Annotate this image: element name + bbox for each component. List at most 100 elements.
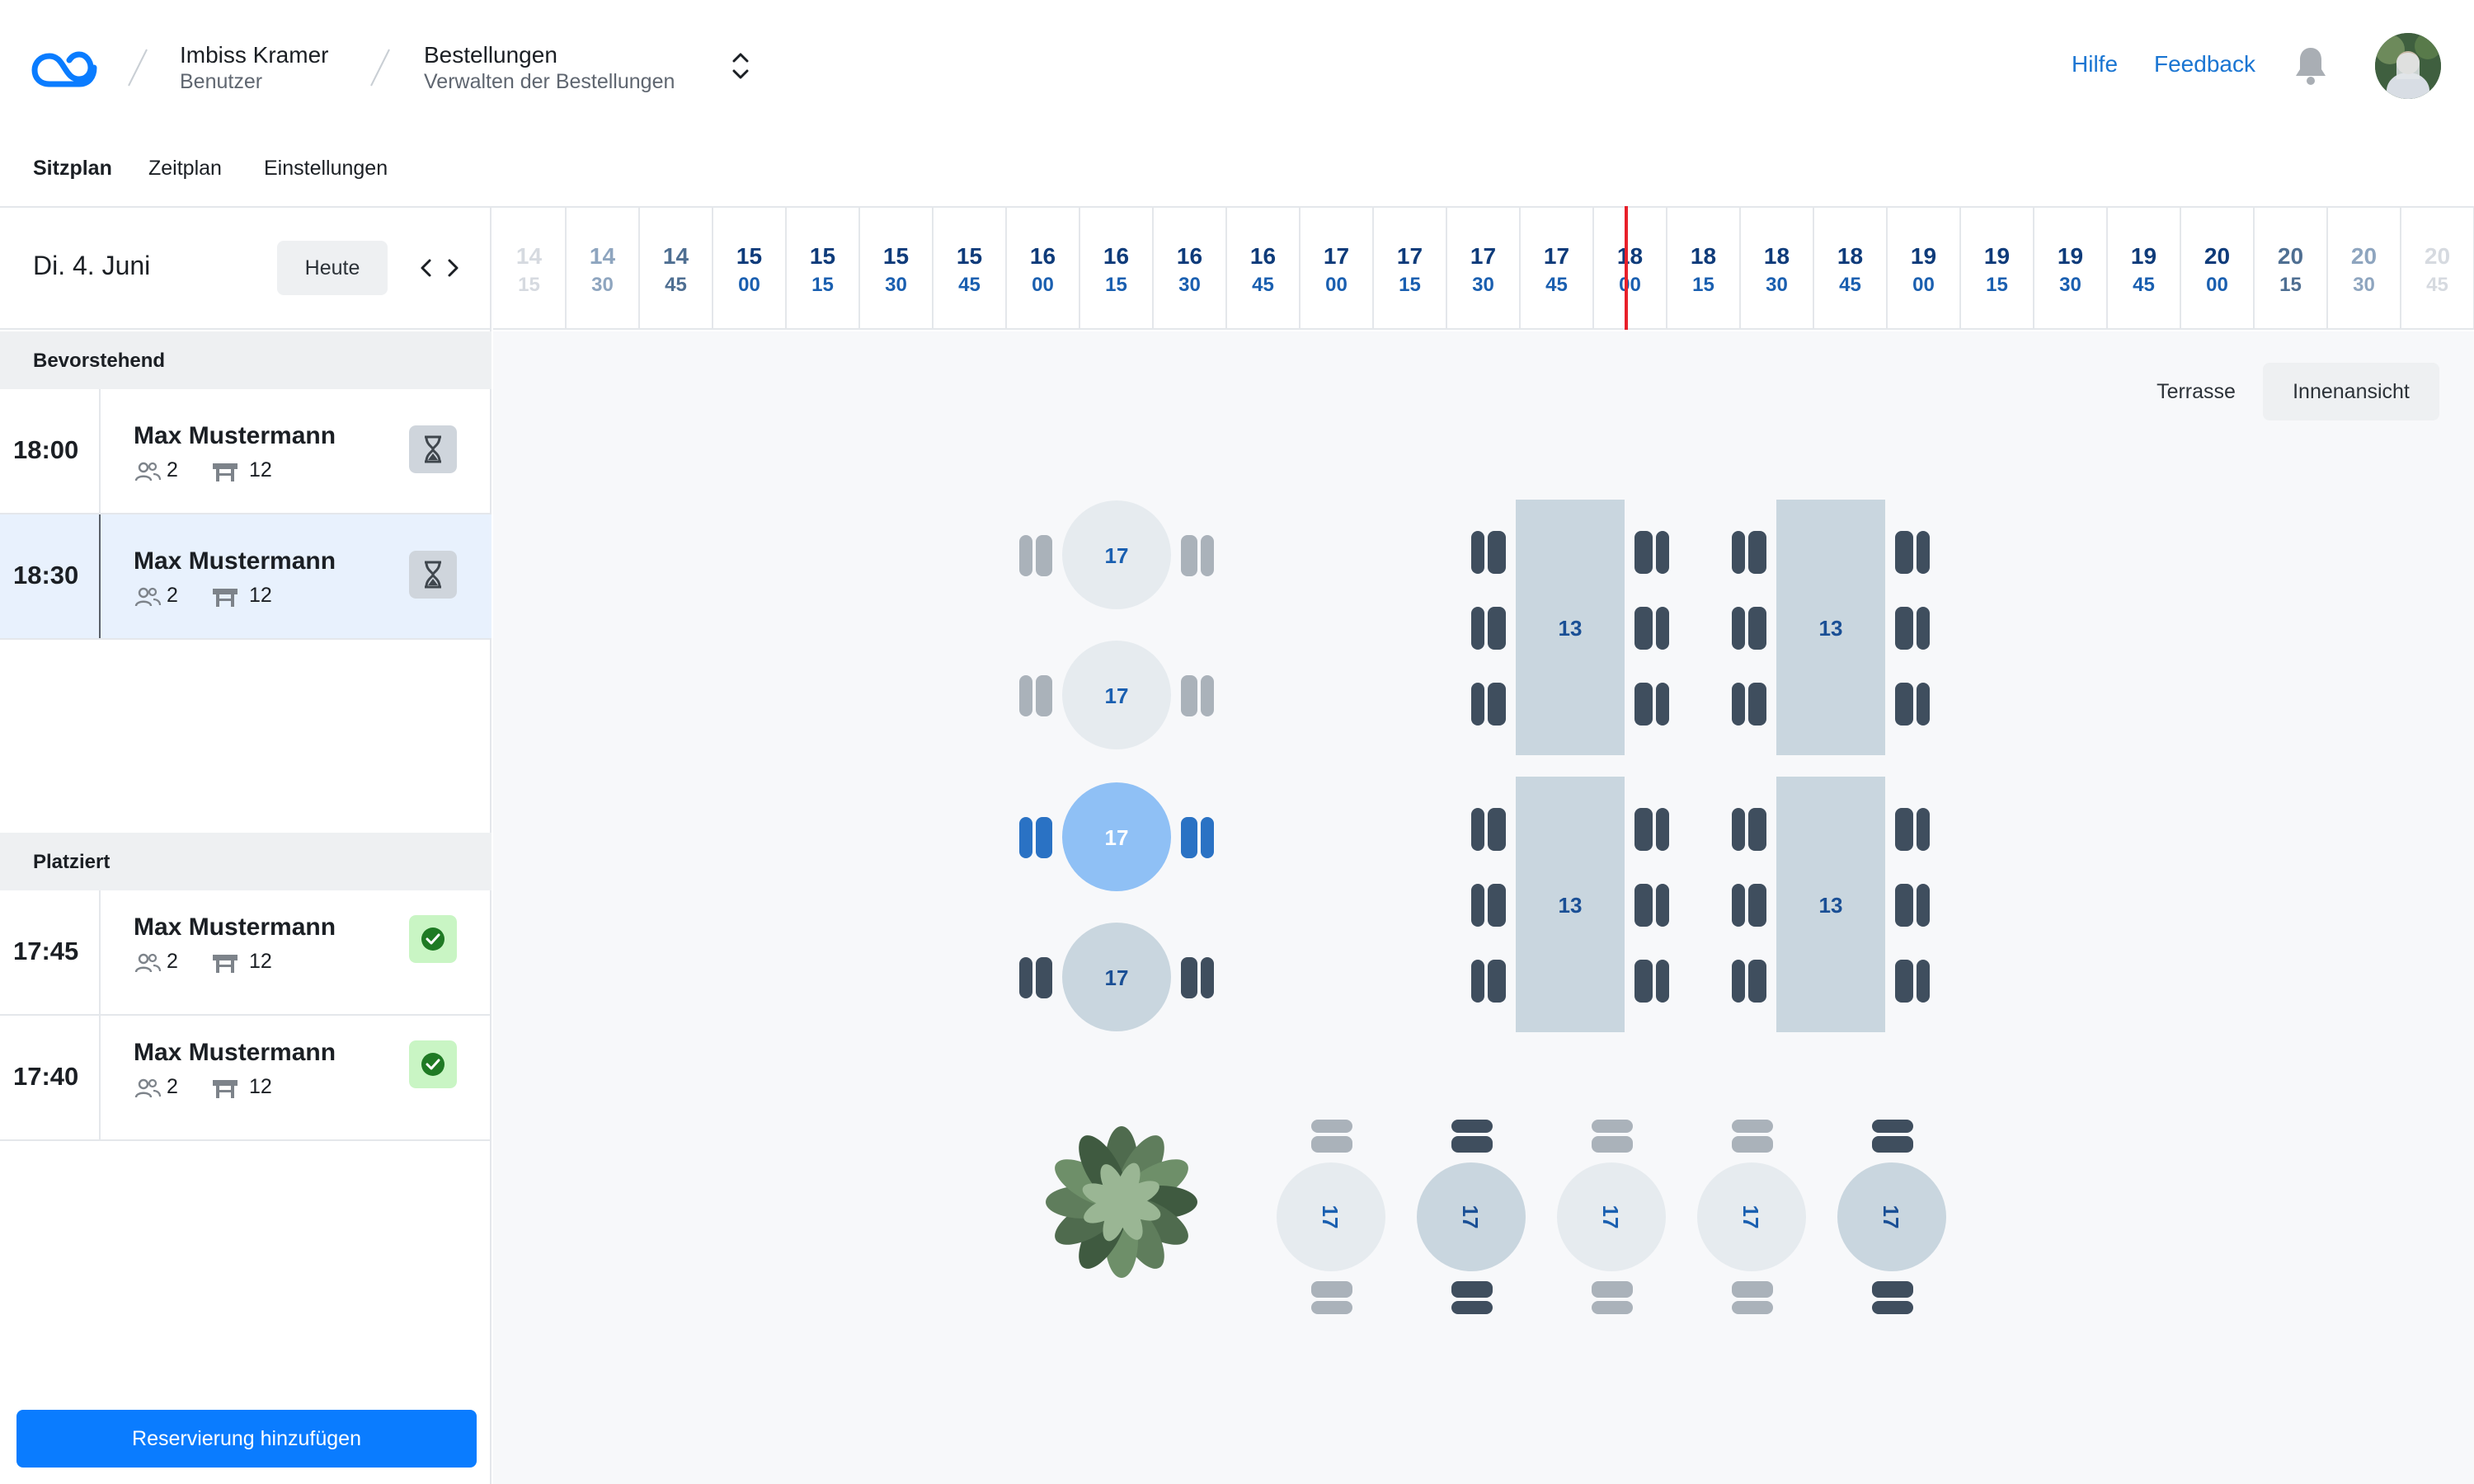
chair	[1019, 957, 1032, 998]
slot-hour: 16	[1029, 243, 1056, 269]
slot-hour: 20	[2350, 243, 2378, 269]
chevron-right-icon[interactable]	[442, 254, 463, 282]
bell-icon[interactable]	[2293, 45, 2329, 86]
chevron-left-icon[interactable]	[416, 254, 437, 282]
slot-minute: 30	[885, 274, 907, 296]
round-table[interactable]	[1062, 923, 1171, 1031]
round-table[interactable]	[1557, 1162, 1666, 1271]
slot-minute: 00	[1619, 274, 1641, 296]
round-table[interactable]	[1837, 1162, 1946, 1271]
slot-minute: 00	[738, 274, 760, 296]
slot-minute: 30	[2353, 274, 2375, 296]
guest-count: 2	[167, 1075, 178, 1098]
row-divider	[99, 890, 101, 1014]
chair	[1748, 808, 1766, 851]
chair	[1181, 957, 1197, 998]
chair	[1732, 607, 1745, 650]
breadcrumb-restaurant[interactable]: Imbiss Kramer Benutzer	[180, 41, 328, 94]
chair	[1732, 1120, 1773, 1133]
slot-hour: 20	[2424, 243, 2451, 269]
hourglass-icon	[409, 425, 457, 473]
slot-minute: 15	[1399, 274, 1421, 296]
chair	[1656, 808, 1669, 851]
round-table[interactable]	[1697, 1162, 1806, 1271]
reservation-row[interactable]: 17:45 Max Mustermann 2 12	[0, 890, 492, 1016]
check-circle-icon	[409, 915, 457, 963]
table-label: 13	[1559, 893, 1583, 918]
round-table[interactable]	[1417, 1162, 1526, 1271]
round-table[interactable]	[1062, 500, 1171, 609]
chair	[1917, 607, 1930, 650]
round-table[interactable]	[1062, 641, 1171, 749]
long-table[interactable]	[1776, 500, 1885, 755]
long-table[interactable]	[1776, 777, 1885, 1032]
reservation-time: 17:40	[13, 1062, 79, 1091]
guests-icon	[134, 1078, 162, 1098]
cloud-logo-icon[interactable]	[31, 43, 97, 89]
chair	[1592, 1120, 1633, 1133]
table-number: 12	[249, 458, 272, 481]
slot-hour: 19	[1910, 243, 1937, 269]
today-button[interactable]: Heute	[277, 241, 388, 295]
date-navigator: Di. 4. Juni Heute	[0, 208, 492, 330]
tab-sitzplan[interactable]: Sitzplan	[33, 157, 112, 180]
reservation-row[interactable]: 18:00 Max Mustermann 2 12	[0, 389, 492, 514]
tab-zeitplan[interactable]: Zeitplan	[148, 157, 222, 180]
table-label: 13	[1819, 893, 1843, 918]
feedback-link[interactable]: Feedback	[2154, 51, 2255, 77]
chair	[1748, 531, 1766, 574]
round-table[interactable]	[1277, 1162, 1385, 1271]
long-table[interactable]	[1516, 500, 1625, 755]
chevron-up-down-icon[interactable]	[726, 46, 755, 86]
tab-einstellungen[interactable]: Einstellungen	[264, 157, 388, 180]
view-tab-terrasse[interactable]: Terrasse	[2157, 380, 2236, 403]
chair	[1732, 531, 1745, 574]
long-table[interactable]	[1516, 777, 1625, 1032]
chair	[1181, 675, 1197, 716]
guest-name: Max Mustermann	[134, 547, 336, 575]
chair	[1311, 1136, 1352, 1153]
table-icon	[213, 1080, 238, 1098]
slot-hour: 17	[1396, 243, 1423, 269]
add-reservation-button[interactable]: Reservierung hinzufügen	[16, 1410, 477, 1468]
round-table[interactable]	[1062, 782, 1171, 891]
reservation-row-selected[interactable]: 18:30 Max Mustermann 2 12	[0, 514, 492, 640]
help-link[interactable]: Hilfe	[2072, 51, 2119, 77]
chair	[1019, 535, 1032, 576]
view-tab-innenansicht[interactable]: Innenansicht	[2263, 363, 2439, 420]
slot-hour: 16	[1103, 243, 1130, 269]
chair	[1181, 817, 1197, 858]
breadcrumb-section[interactable]: Bestellungen Verwalten der Bestellungen	[424, 41, 675, 94]
avatar[interactable]	[2375, 33, 2441, 99]
reservation-row[interactable]: 17:40 Max Mustermann 2 12	[0, 1016, 492, 1141]
slot-minute: 45	[1839, 274, 1861, 296]
chair	[1732, 1136, 1773, 1153]
